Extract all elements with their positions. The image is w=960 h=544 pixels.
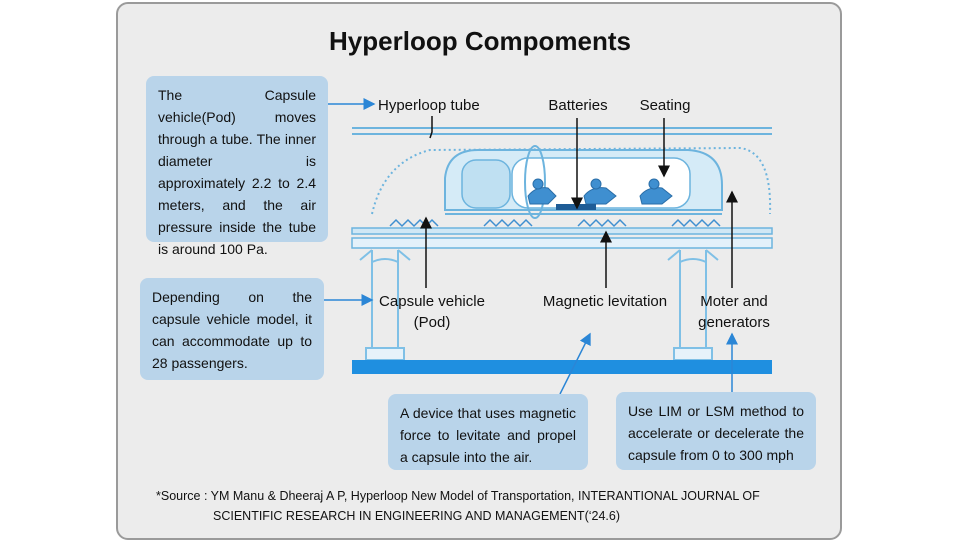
source-line1: *Source : YM Manu & Dheeraj A P, Hyperlo… xyxy=(156,489,760,503)
motor-description-callout: Use LIM or LSM method to accelerate or d… xyxy=(616,392,816,470)
callout-arrows xyxy=(324,98,738,395)
label-motor-line1: Moter and xyxy=(700,293,768,310)
ground-base xyxy=(352,360,772,374)
tube-description-callout: The Capsule vehicle(Pod) moves through a… xyxy=(146,76,328,257)
label-motor-line2: generators xyxy=(698,314,770,331)
source-line2: SCIENTIFIC RESEARCH IN ENGINEERING AND M… xyxy=(213,509,621,523)
levitation-description-callout: A device that uses magnetic force to lev… xyxy=(388,394,588,470)
pointer-lines xyxy=(420,116,738,288)
label-capsule-line2: (Pod) xyxy=(413,314,451,331)
label-batteries: Batteries xyxy=(548,97,608,114)
label-capsule-line1: Capsule vehicle xyxy=(379,293,485,310)
label-motor-generators: Moter and generators xyxy=(688,291,780,333)
label-hyperloop-tube: Hyperloop tube xyxy=(378,97,480,114)
passenger-seats xyxy=(527,178,673,205)
tube-ring xyxy=(524,145,546,219)
support-pillars xyxy=(359,249,719,361)
passengers-description-callout: Depending on the capsule vehicle model, … xyxy=(140,278,324,380)
diagram-title: Hyperloop Compoments xyxy=(329,26,631,56)
tube-outline xyxy=(352,127,772,135)
label-magnetic-levitation: Magnetic levitation xyxy=(542,293,668,310)
source-citation: *Source : YM Manu & Dheeraj A P, Hyperlo… xyxy=(156,486,816,526)
label-capsule-vehicle: Capsule vehicle (Pod) xyxy=(376,291,488,333)
label-seating: Seating xyxy=(639,97,691,114)
battery-block xyxy=(556,204,596,210)
track-beam xyxy=(351,227,773,249)
maglev-modules xyxy=(389,218,721,228)
